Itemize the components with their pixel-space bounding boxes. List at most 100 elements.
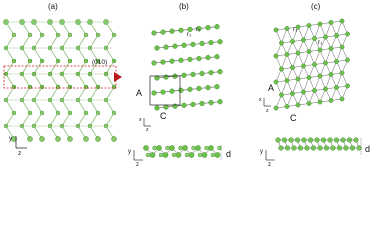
atom <box>320 137 327 143</box>
bond <box>292 52 299 68</box>
panel-b-corner-a: A <box>136 88 142 98</box>
atom <box>214 84 220 90</box>
bond <box>61 34 71 49</box>
atom <box>317 99 323 105</box>
bond <box>105 112 115 127</box>
atom <box>158 152 164 158</box>
bond <box>5 60 15 75</box>
atom <box>278 145 284 151</box>
bond <box>5 21 15 36</box>
bond <box>49 99 59 114</box>
atom <box>279 40 284 46</box>
panel-b-top-view <box>151 24 223 111</box>
atom <box>346 137 353 143</box>
atom <box>301 137 307 143</box>
bond <box>303 51 310 67</box>
atom <box>323 34 328 40</box>
atom <box>163 74 169 80</box>
bond <box>105 99 115 114</box>
atom <box>284 145 291 151</box>
atom <box>328 20 334 25</box>
atom <box>275 137 281 143</box>
atom <box>178 87 184 93</box>
bond <box>5 47 15 62</box>
atom <box>317 73 323 79</box>
panel-b-bond-r2: r₂ <box>196 26 201 33</box>
atom <box>339 18 345 24</box>
bond <box>105 73 115 88</box>
bond <box>49 73 59 88</box>
bond <box>292 78 299 94</box>
bond <box>336 46 343 62</box>
panel-c-top-view <box>273 18 350 111</box>
atom <box>184 152 190 158</box>
bond <box>89 21 99 36</box>
bond <box>89 73 99 88</box>
atom <box>284 104 290 109</box>
bond <box>336 20 343 36</box>
atom <box>333 137 340 143</box>
atom <box>169 145 175 151</box>
atom <box>281 137 288 143</box>
panel-c-corner-c: C <box>290 113 297 123</box>
atom <box>214 24 220 30</box>
bond <box>89 34 99 49</box>
atom <box>208 145 214 151</box>
atom <box>327 137 333 143</box>
atom <box>314 137 320 143</box>
atom <box>217 39 223 45</box>
bond <box>281 54 288 70</box>
atom <box>165 145 170 151</box>
bond <box>303 77 310 93</box>
atom <box>330 145 336 151</box>
bond <box>33 99 43 114</box>
axis-y-label: y <box>128 149 131 155</box>
atom <box>295 76 301 82</box>
axis-z-label: z <box>266 108 269 114</box>
axis-z-label: z <box>18 150 21 157</box>
panel-c-thickness-label: d <box>365 144 370 154</box>
plane-010-label: (010) <box>92 59 107 66</box>
atom <box>345 83 350 89</box>
atom <box>312 62 317 67</box>
atom <box>317 145 323 151</box>
bond <box>314 23 321 39</box>
atom <box>172 43 178 49</box>
bond <box>77 47 87 62</box>
atom <box>349 145 356 151</box>
bond <box>89 99 99 114</box>
bond <box>105 21 115 36</box>
atom <box>154 105 160 111</box>
atom <box>199 100 205 107</box>
atom <box>208 99 214 106</box>
atom <box>181 42 187 48</box>
bond <box>21 34 31 49</box>
atom <box>339 70 345 76</box>
atom <box>306 101 312 106</box>
atom <box>345 57 350 63</box>
bond <box>77 34 87 49</box>
atom <box>178 27 184 33</box>
bond <box>49 86 59 101</box>
atom <box>196 55 202 62</box>
bond <box>105 86 115 101</box>
atom <box>284 26 290 31</box>
phosphorene-structure-figure: (a) (b) (c) (010) y z r₂ r₁ A C x z y z … <box>3 2 370 167</box>
axis-y-label: y <box>260 149 263 155</box>
atom <box>187 86 193 93</box>
atom <box>154 75 160 81</box>
bond <box>49 34 59 49</box>
bond <box>5 99 15 114</box>
bond <box>49 60 59 75</box>
atom <box>306 75 312 80</box>
axis-y-label: y <box>9 135 13 142</box>
atom <box>152 145 157 151</box>
atom <box>273 105 279 111</box>
atom <box>294 137 301 143</box>
bond <box>281 28 288 44</box>
atom <box>175 152 182 158</box>
atom <box>310 145 317 151</box>
panel-b-side-view <box>143 145 222 158</box>
atom <box>191 145 196 151</box>
panel-b-unit-cell <box>149 75 181 106</box>
